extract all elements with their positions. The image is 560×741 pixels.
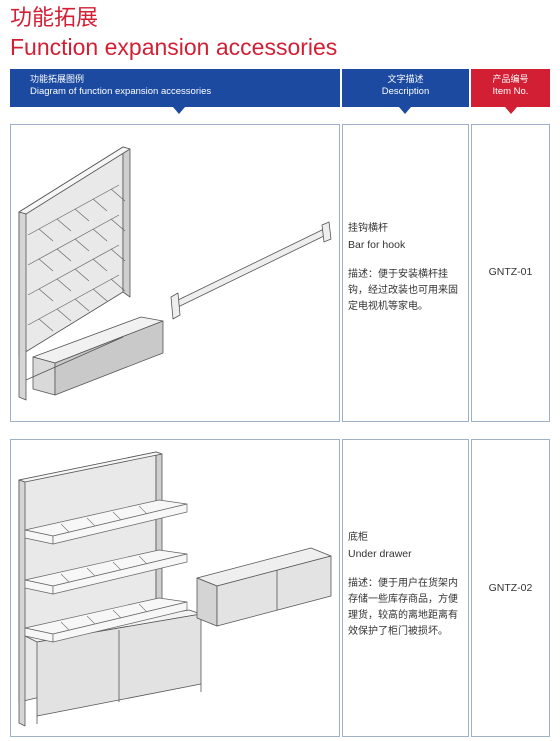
under-drawer-illustration xyxy=(196,547,332,627)
product-name-en: Under drawer xyxy=(348,548,412,560)
diagram-cell-row-1 xyxy=(10,124,340,422)
column-header-description-cn: 文字描述 xyxy=(387,75,424,85)
product-description: 描述：便于安装横杆挂钩，经过改装也可用来固定电视机等家电。 xyxy=(348,269,458,312)
product-name-en: Bar for hook xyxy=(348,239,406,251)
product-description: 描述：便于用户在货架内存储一些库存商品，方便理货，较高的离地距离有效保护了柜门被… xyxy=(348,578,458,637)
header-pointer xyxy=(399,107,411,114)
header-pointer xyxy=(173,107,185,114)
item-cell-row-1: GNTZ-01 xyxy=(471,124,550,422)
description-text-block: 挂钩横杆 Bar for hook 描述：便于安装横杆挂钩，经过改装也可用来固定… xyxy=(348,221,466,315)
basket-shelf-illustration xyxy=(18,451,202,727)
column-header-description: 文字描述 Description xyxy=(342,69,469,114)
column-header-diagram: 功能拓展图例 Diagram of function expansion acc… xyxy=(10,69,340,114)
description-cell-row-1: 挂钩横杆 Bar for hook 描述：便于安装横杆挂钩，经过改装也可用来固定… xyxy=(342,124,469,422)
item-number: GNTZ-02 xyxy=(488,582,533,594)
header-pointer xyxy=(505,107,517,114)
column-header-item-cn: 产品编号 xyxy=(492,75,529,85)
product-name-cn: 挂钩横杆 xyxy=(348,223,388,234)
page-title-cn: 功能拓展 xyxy=(10,6,99,31)
column-header-diagram-cn: 功能拓展图例 xyxy=(30,75,85,85)
hook-bar-illustration xyxy=(170,221,332,320)
column-header-description-en: Description xyxy=(381,86,430,97)
hook-shelf-illustration xyxy=(18,146,164,401)
column-header-item: 产品编号 Item No. xyxy=(471,69,550,114)
column-header-diagram-en: Diagram of function expansion accessorie… xyxy=(30,86,212,97)
page-title-en: Function expansion accessories xyxy=(10,34,338,60)
diagram-cell-row-2 xyxy=(10,439,340,737)
item-number: GNTZ-01 xyxy=(488,266,533,278)
item-cell-row-2: GNTZ-02 xyxy=(471,439,550,737)
product-name-cn: 底柜 xyxy=(348,532,368,543)
description-text-block: 底柜 Under drawer 描述：便于用户在货架内存储一些库存商品，方便理货… xyxy=(348,530,466,640)
column-header-item-en: Item No. xyxy=(492,86,529,97)
description-cell-row-2: 底柜 Under drawer 描述：便于用户在货架内存储一些库存商品，方便理货… xyxy=(342,439,469,737)
